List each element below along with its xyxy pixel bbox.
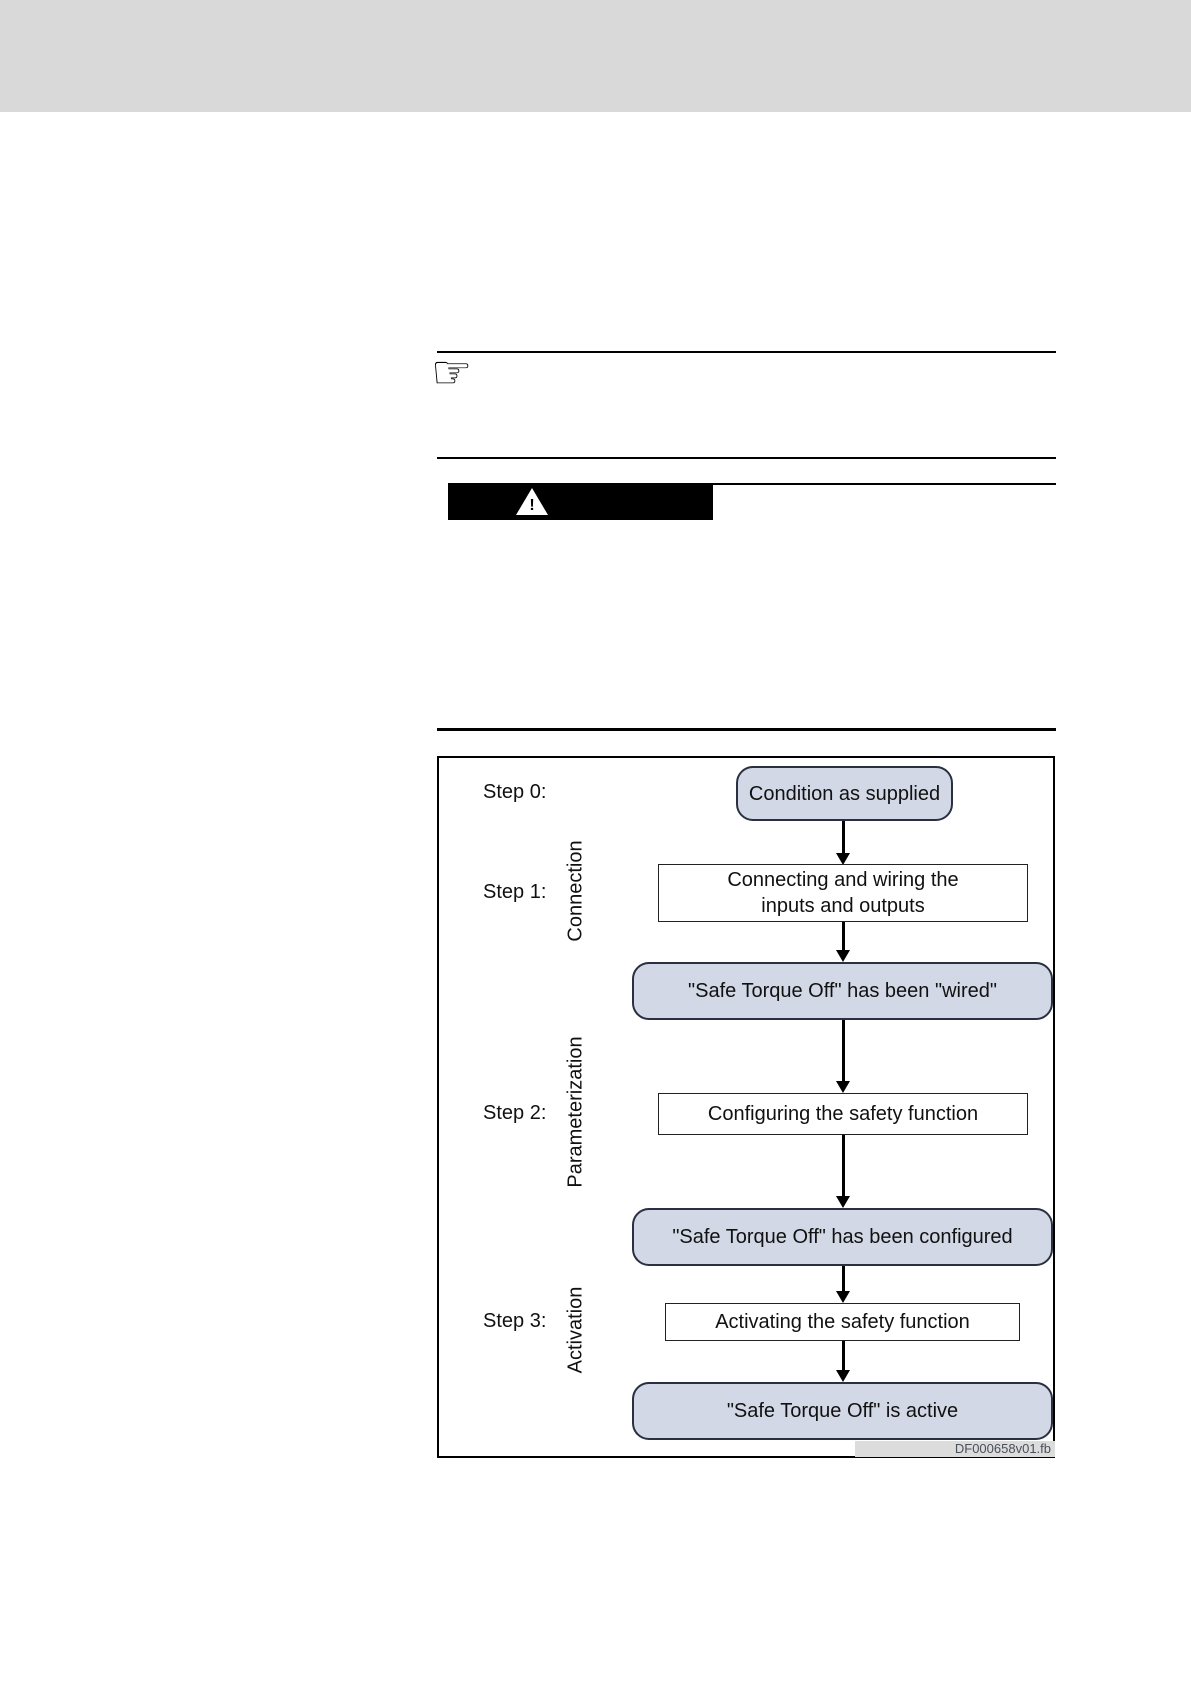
flow-arrow-5 <box>836 1341 850 1382</box>
flow-node-connecting-wiring: Connecting and wiring the inputs and out… <box>658 864 1028 922</box>
step-label-3: Step 3: <box>483 1310 547 1332</box>
warning-banner: ! <box>448 483 713 520</box>
step-label-0: Step 0: <box>483 781 547 803</box>
flow-node-label-line2: inputs and outputs <box>761 895 925 917</box>
flow-node-label: "Safe Torque Off" has been "wired" <box>688 980 997 1002</box>
figure-caption: DF000658v01.fb <box>855 1441 1055 1457</box>
flow-arrow-4 <box>836 1266 850 1303</box>
flow-node-label: "Safe Torque Off" is active <box>726 1400 959 1422</box>
flow-node-label: Condition as supplied <box>748 782 941 805</box>
flow-node-configuring-safety-function: Configuring the safety function <box>658 1093 1028 1135</box>
flow-arrow-1 <box>836 922 850 962</box>
flow-arrow-0 <box>836 821 850 865</box>
flow-node-sto-wired: "Safe Torque Off" has been "wired" <box>632 962 1053 1020</box>
flow-node-activating-safety-function: Activating the safety function <box>665 1303 1020 1341</box>
warning-exclamation: ! <box>529 496 535 514</box>
flow-arrow-3 <box>836 1135 850 1208</box>
step-label-2: Step 2: <box>483 1102 547 1124</box>
flow-node-label: Configuring the safety function <box>707 1103 979 1125</box>
flow-node-sto-configured: "Safe Torque Off" has been configured <box>632 1208 1053 1266</box>
flow-node-label: Activating the safety function <box>715 1311 970 1333</box>
note-bottom-rule <box>437 457 1056 459</box>
step-label-1: Step 1: <box>483 881 547 903</box>
flow-node-condition-as-supplied: Condition as supplied <box>736 766 953 821</box>
flow-arrow-2 <box>836 1020 850 1093</box>
phase-label-parameterization: Parameterization <box>564 1036 587 1188</box>
warning-triangle-icon: ! <box>516 488 548 515</box>
figure-top-rule <box>437 728 1056 731</box>
flow-node-label-line1: Connecting and wiring the <box>727 869 959 891</box>
flow-node-sto-active: "Safe Torque Off" is active <box>632 1382 1053 1440</box>
warning-banner-rule <box>713 483 1056 485</box>
flow-node-label: "Safe Torque Off" has been configured <box>672 1226 1013 1248</box>
note-top-rule <box>437 351 1056 353</box>
phase-label-activation: Activation <box>564 1286 587 1374</box>
phase-label-connection: Connection <box>564 840 587 942</box>
pointing-hand-icon: ☞ <box>431 346 473 398</box>
page-header-band <box>0 0 1191 112</box>
